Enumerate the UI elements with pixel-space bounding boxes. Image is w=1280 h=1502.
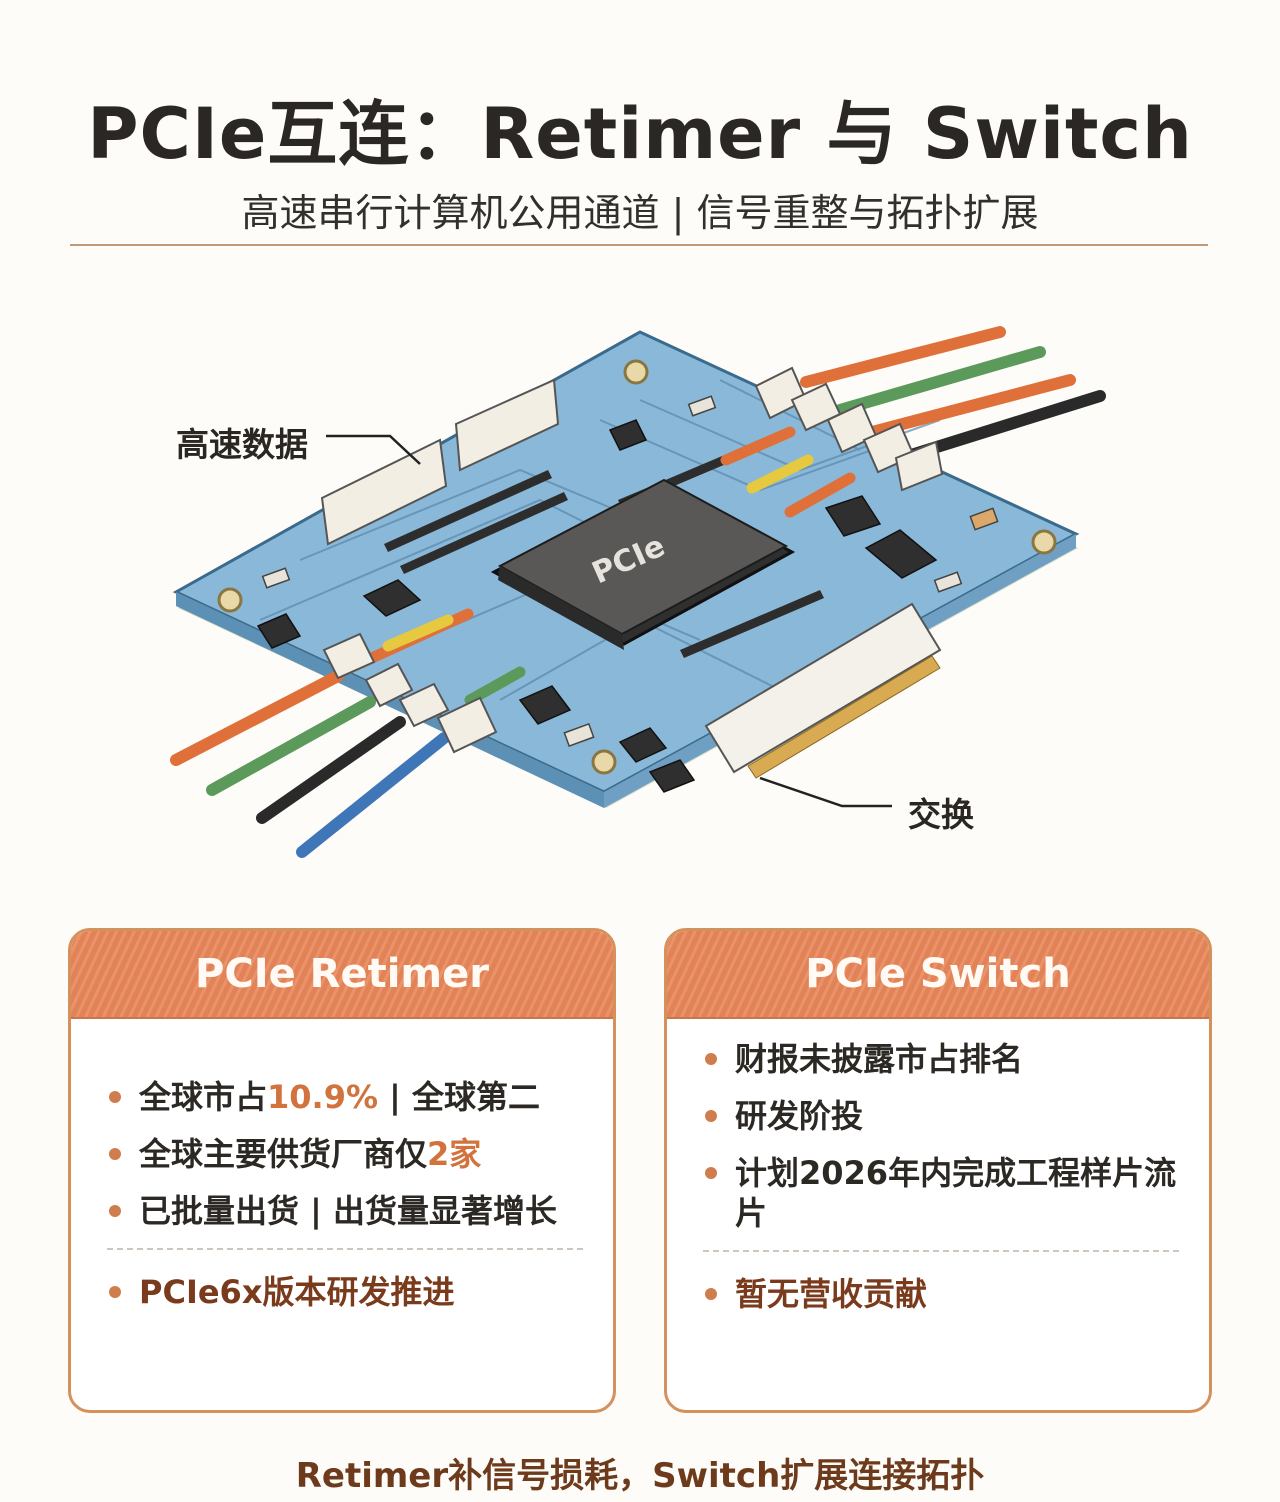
callout-line-data bbox=[326, 434, 421, 465]
footer-summary: Retimer补信号损耗，Switch扩展连接拓扑 bbox=[295, 1456, 985, 1496]
mount-hole bbox=[591, 749, 617, 775]
list-item: 全球主要供货厂商仅2家 bbox=[107, 1134, 583, 1174]
switch-card-title: PCIe Switch bbox=[667, 931, 1209, 1019]
pcb-illustration: PCIe bbox=[0, 260, 1280, 900]
list-item: 已批量出货 | 出货量显著增长 bbox=[107, 1191, 583, 1231]
bullet-icon bbox=[705, 1288, 717, 1300]
list-item: 研发阶投 bbox=[703, 1096, 1179, 1136]
page-subtitle: 高速串行计算机公用通道 | 信号重整与拓扑扩展 bbox=[241, 191, 1039, 235]
list-item: 计划2026年内完成工程样片流片 bbox=[703, 1153, 1179, 1233]
retimer-card: PCIe Retimer 全球市占10.9% | 全球第二 全球主要供货厂商仅2… bbox=[68, 928, 616, 1413]
list-item-extra: 暂无营收贡献 bbox=[703, 1274, 1179, 1314]
dashed-divider bbox=[703, 1250, 1179, 1252]
highlight-value: 2家 bbox=[427, 1135, 482, 1173]
bullet-icon bbox=[109, 1148, 121, 1160]
small-ics bbox=[256, 419, 938, 793]
bullet-icon bbox=[705, 1110, 717, 1122]
bullet-icon bbox=[705, 1053, 717, 1065]
retimer-card-title: PCIe Retimer bbox=[71, 931, 613, 1019]
cable-clips-right bbox=[754, 366, 944, 492]
list-item: 全球市占10.9% | 全球第二 bbox=[107, 1077, 583, 1117]
bullet-icon bbox=[109, 1286, 121, 1298]
list-item: 财报未披露市占排名 bbox=[703, 1039, 1179, 1079]
callout-high-speed-data: 高速数据 bbox=[176, 425, 308, 464]
pcb-board-svg: PCIe bbox=[170, 326, 1106, 858]
switch-card-body: 财报未披露市占排名 研发阶投 计划2026年内完成工程样片流片 暂无营收贡献 bbox=[667, 1019, 1209, 1314]
connector-top bbox=[454, 378, 560, 472]
mount-hole bbox=[1031, 529, 1057, 555]
dashed-divider bbox=[107, 1248, 583, 1250]
pcie-chip-edge bbox=[498, 566, 624, 650]
switch-connector bbox=[704, 602, 942, 774]
highlight-value: 10.9% bbox=[267, 1078, 379, 1116]
list-item-extra: PCIe6x版本研发推进 bbox=[107, 1272, 583, 1312]
bullet-icon bbox=[109, 1091, 121, 1103]
switch-card: PCIe Switch 财报未披露市占排名 研发阶投 计划2026年内完成工程样… bbox=[664, 928, 1212, 1413]
page-title: PCIe互连：Retimer 与 Switch bbox=[87, 93, 1193, 175]
mount-hole bbox=[217, 587, 243, 613]
passives bbox=[261, 395, 999, 747]
cable-clips-left bbox=[322, 632, 498, 754]
title-divider bbox=[70, 244, 1208, 246]
gold-fingers bbox=[747, 655, 941, 779]
retimer-card-body: 全球市占10.9% | 全球第二 全球主要供货厂商仅2家 已批量出货 | 出货量… bbox=[71, 1019, 613, 1312]
callout-line-switch bbox=[759, 776, 892, 808]
bullet-icon bbox=[109, 1205, 121, 1217]
pcie-chip bbox=[497, 478, 789, 636]
connector-top-left bbox=[320, 438, 448, 546]
cables-right bbox=[720, 326, 1106, 518]
callout-switch: 交换 bbox=[908, 795, 974, 834]
bullet-icon bbox=[705, 1167, 717, 1179]
mount-hole bbox=[623, 359, 649, 385]
